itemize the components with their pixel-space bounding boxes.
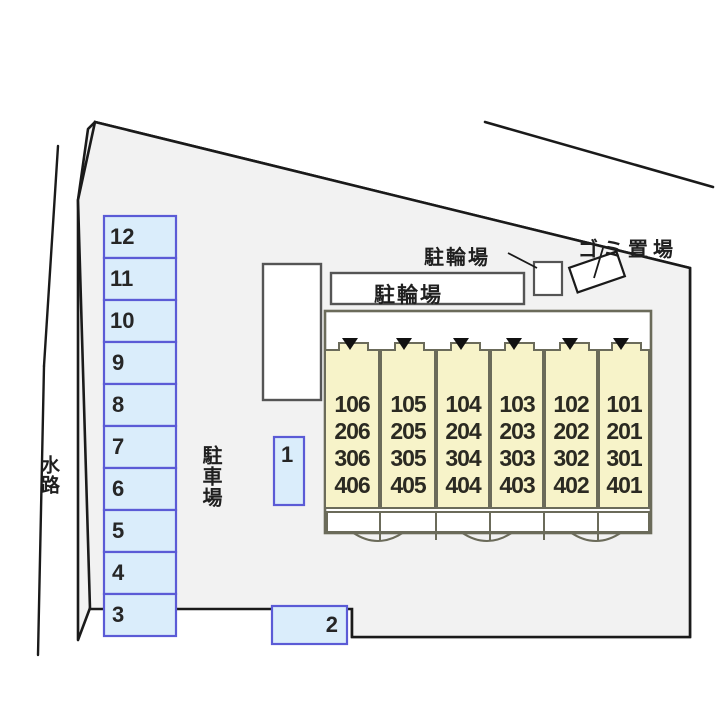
- parking-stall-7[interactable]: [102, 424, 178, 470]
- parking-lot-label: 駐車場: [199, 445, 223, 508]
- balcony-divider-group: [379, 512, 599, 540]
- unit-column-105[interactable]: [380, 342, 436, 509]
- waterway-line-lower: [36, 364, 46, 657]
- unit-label-303: 303: [499, 445, 535, 471]
- balcony-arc: [351, 531, 405, 542]
- parking-stall-label-2: 2: [325, 612, 338, 637]
- balcony-arc-group: [351, 531, 623, 542]
- unit-label-205: 205: [390, 418, 426, 444]
- unit-label-202: 202: [553, 418, 589, 444]
- parking-stall-label-5: 5: [112, 518, 125, 543]
- parking-stall-6[interactable]: [102, 466, 178, 512]
- unit-column-106[interactable]: [324, 342, 380, 509]
- unit-label-201: 201: [606, 418, 642, 444]
- unit-column-103[interactable]: [490, 342, 544, 509]
- unit-label-403: 403: [499, 472, 535, 498]
- unit-label-101: 101: [606, 391, 642, 417]
- unit-column-labels-101: 101 201 301 401: [596, 391, 652, 499]
- unit-label-203: 203: [499, 418, 535, 444]
- entrance-triangle-icon: [453, 338, 469, 350]
- unit-label-305: 305: [390, 445, 426, 471]
- entrance-triangle-group: [342, 338, 629, 350]
- unit-label-204: 204: [445, 418, 481, 444]
- unit-label-304: 304: [445, 445, 481, 471]
- entrance-triangle-icon: [562, 338, 578, 350]
- unit-stack-group: [324, 342, 650, 509]
- unit-column-101[interactable]: [598, 342, 650, 509]
- parking-stall-label-6: 6: [112, 476, 125, 501]
- building-corridor: [327, 313, 649, 343]
- unit-column-labels-105: 105 205 305 405: [380, 391, 436, 499]
- unit-column-102[interactable]: [544, 342, 598, 509]
- unit-label-406: 406: [334, 472, 370, 498]
- waterway-line: [42, 144, 60, 368]
- unit-label-302: 302: [553, 445, 589, 471]
- unit-column-labels-106: 106 206 306 406: [324, 391, 380, 499]
- parking-stall-8[interactable]: [102, 382, 178, 428]
- unit-column-104[interactable]: [436, 342, 490, 509]
- unit-column-labels-102: 102 202 302 402: [543, 391, 599, 499]
- road-line: [483, 120, 715, 189]
- balcony-band: [326, 511, 650, 533]
- unit-column-labels-103: 103 203 303 403: [489, 391, 545, 499]
- parking-stall-label-10: 10: [110, 308, 135, 333]
- unit-label-301: 301: [606, 445, 642, 471]
- parking-stall-label-11: 11: [110, 266, 134, 291]
- trash-area-box: [567, 250, 627, 294]
- parking-stall-1[interactable]: [272, 435, 306, 507]
- entrance-triangle-icon: [342, 338, 358, 350]
- trash-area-label: ゴミ置場: [578, 237, 678, 261]
- parking-stall-5[interactable]: [102, 508, 178, 554]
- waterway-label: 水路: [37, 455, 60, 495]
- parking-stall-3[interactable]: [102, 592, 178, 638]
- unit-label-401: 401: [606, 472, 642, 498]
- unit-label-103: 103: [499, 391, 535, 417]
- parking-stall-label-4: 4: [112, 560, 125, 585]
- parking-stall-11[interactable]: [102, 256, 178, 302]
- parking-stall-9[interactable]: [102, 340, 178, 386]
- unit-label-405: 405: [390, 472, 426, 498]
- bike-parking-leader-line: [507, 252, 538, 269]
- entrance-triangle-icon: [506, 338, 522, 350]
- unit-column-labels-104: 104 204 304 404: [435, 391, 491, 499]
- parking-stall-label-12: 12: [110, 224, 135, 249]
- bike-parking-enclosure: [329, 271, 526, 306]
- parking-stall-label-9: 9: [112, 350, 125, 375]
- unit-label-104: 104: [445, 391, 481, 417]
- balcony-arc: [569, 531, 623, 542]
- unit-label-404: 404: [445, 472, 481, 498]
- parking-stall-label-7: 7: [112, 434, 125, 459]
- bike-parking-small-box: [532, 260, 564, 297]
- parking-stall-label-1: 1: [281, 442, 294, 467]
- parking-stall-label-8: 8: [112, 392, 125, 417]
- unit-label-206: 206: [334, 418, 370, 444]
- bike-parking-label-inner: 駐輪場: [374, 283, 443, 307]
- bike-parking-label-outer: 駐輪場: [424, 245, 490, 269]
- unit-label-306: 306: [334, 445, 370, 471]
- unit-label-105: 105: [390, 391, 426, 417]
- unit-label-102: 102: [553, 391, 589, 417]
- parking-stall-4[interactable]: [102, 550, 178, 596]
- entrance-triangle-icon: [396, 338, 412, 350]
- balcony-arc: [460, 531, 514, 542]
- entrance-triangle-icon: [613, 338, 629, 350]
- parking-stall-column: [102, 214, 178, 638]
- trash-area-leader-line: [593, 247, 604, 279]
- stair-structure: [261, 262, 323, 402]
- parking-stall-2[interactable]: [270, 604, 349, 646]
- parking-stall-label-3: 3: [112, 602, 125, 627]
- unit-label-402: 402: [553, 472, 589, 498]
- unit-label-106: 106: [334, 391, 370, 417]
